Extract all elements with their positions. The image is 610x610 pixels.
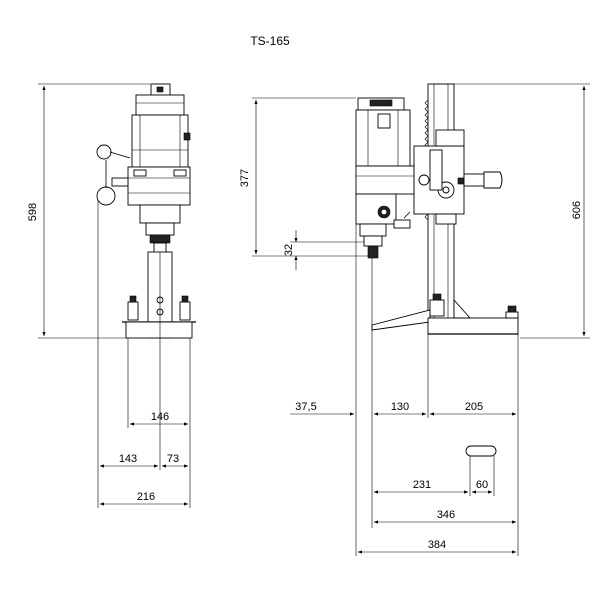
dim-384: 384 [428,539,446,551]
dim-598: 598 [27,203,39,221]
dim-346: 346 [437,509,455,521]
dim-60: 60 [476,479,488,491]
dim-32: 32 [283,244,295,256]
dim-205: 205 [465,401,483,413]
side-view [355,83,519,528]
dim-231: 231 [413,479,431,491]
dim-216: 216 [137,491,155,503]
dim-130: 130 [391,401,409,413]
dim-606: 606 [571,201,583,219]
dim-73: 73 [167,453,179,465]
front-view-dimensions: 598 146 143 73 216 [27,83,191,508]
dim-377: 377 [239,169,251,187]
dim-37-5: 37,5 [295,401,316,413]
side-view-dimensions: 377 32 606 37,5 130 205 231 60 346 [239,83,590,556]
drawing-title: TS-165 [250,34,290,48]
dim-146: 146 [151,411,169,423]
dim-143: 143 [119,453,137,465]
front-view [96,83,196,470]
handle-icon [465,445,497,457]
